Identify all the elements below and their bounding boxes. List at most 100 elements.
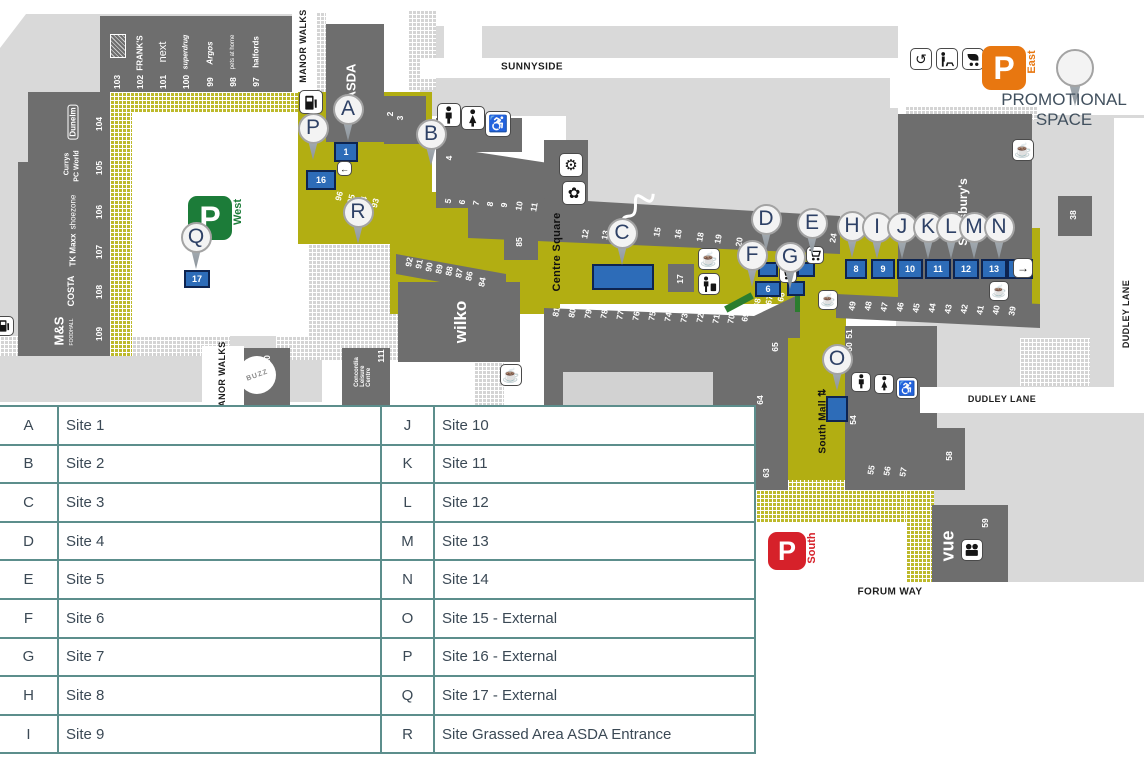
road-dudley-lane-h: [920, 387, 1144, 413]
script-logo: [620, 193, 655, 228]
unit-number-80: 80: [566, 307, 578, 319]
site-box-13[interactable]: 13: [981, 259, 1007, 279]
legend-letter-H: H: [23, 686, 34, 704]
road-manor-walks-top: [292, 0, 316, 92]
legend-label-Q: Site 17 - External: [433, 677, 756, 714]
unit-number-54: 54: [848, 415, 858, 425]
legend-letter-K: K: [380, 445, 433, 483]
pram-hire-icon: [962, 48, 984, 70]
street-manor-walks-top: MANOR WALKS: [298, 9, 308, 83]
pin-C[interactable]: C: [606, 217, 638, 249]
cafe-icon: ☕: [1012, 139, 1034, 161]
store-wilko: wilko: [451, 300, 470, 344]
legend-letter-I: I: [26, 725, 31, 743]
building-west-parade: [18, 162, 110, 356]
site-box[interactable]: [592, 264, 654, 290]
store-dunelm: Dunelm: [67, 104, 79, 140]
unit-number-41: 41: [974, 304, 986, 316]
mens-toilet-icon: [851, 372, 871, 392]
promotional-space-pin[interactable]: [1056, 49, 1094, 87]
legend-letter-C: C: [23, 493, 34, 511]
building-light-box: [563, 372, 713, 405]
site-box-16[interactable]: 16: [306, 170, 336, 190]
store-franks: FRANK'S: [135, 35, 145, 71]
unit-number-57: 57: [897, 466, 909, 478]
pin-R[interactable]: R: [342, 196, 374, 228]
pin-F[interactable]: F: [736, 239, 768, 271]
unit-number-84: 84: [476, 276, 488, 288]
pin-D[interactable]: D: [750, 203, 782, 235]
cafe-icon: ☕: [818, 290, 838, 310]
legend-letter-F: F: [23, 609, 34, 627]
unit-number-63: 63: [761, 468, 771, 478]
unit-number-101: 101: [158, 74, 168, 90]
store-superdrug: superdrug: [182, 34, 190, 70]
pin-E[interactable]: E: [796, 207, 828, 239]
unit-number-69: 69: [739, 311, 751, 323]
legend-label-R: Site Grassed Area ASDA Entrance: [433, 715, 756, 753]
unit-number-86: 86: [463, 270, 475, 282]
legend-label-N: Site 14: [433, 561, 756, 598]
site-box-10[interactable]: 10: [897, 259, 923, 279]
legend-label-A: Site 1: [57, 407, 380, 444]
road-dudley-lane-v: [1114, 118, 1144, 402]
store-costa: COSTA: [66, 275, 76, 307]
legend-label-D: Site 4: [57, 522, 380, 560]
promotional-space-label: PROMOTIONAL SPACE: [984, 90, 1144, 129]
legend-letter-P: P: [380, 638, 433, 676]
site-box-1[interactable]: 1: [334, 142, 358, 162]
unit-number-17: 17: [675, 274, 685, 284]
pin-P[interactable]: P: [297, 112, 329, 144]
unit-number-99: 99: [205, 77, 215, 87]
legend-label-O: Site 15 - External: [433, 599, 756, 637]
store-argos: Argos: [205, 41, 215, 65]
legend-label-J: Site 10: [433, 407, 756, 444]
legend-label-G: Site 7: [57, 638, 380, 676]
site-box-8[interactable]: 8: [845, 259, 867, 279]
unit-number-102: 102: [135, 74, 145, 90]
dotted-path-3: [316, 12, 326, 96]
store-next: next: [157, 41, 169, 63]
pin-G[interactable]: G: [774, 241, 806, 273]
site-box[interactable]: [787, 281, 805, 296]
unit-number-72: 72: [694, 312, 706, 324]
site-box-6[interactable]: 6: [755, 281, 781, 297]
unit-number-73: 73: [678, 312, 690, 324]
pin-B[interactable]: B: [415, 118, 447, 150]
building-unit-17: [668, 264, 694, 292]
unit-number-15: 15: [651, 226, 663, 238]
unit-number-77: 77: [614, 309, 626, 321]
legend-letter-E: E: [23, 571, 34, 589]
hatched-walkway-vue: [906, 482, 934, 588]
store-halfords: halfords: [251, 36, 261, 68]
site-box-11[interactable]: 11: [925, 259, 951, 279]
pin-O[interactable]: O: [821, 343, 853, 375]
unit-number-71: 71: [710, 313, 722, 325]
legend-label-B: Site 2: [57, 445, 380, 483]
unit-number-47: 47: [878, 301, 890, 313]
womens-toilet-icon: [874, 374, 894, 394]
cafe-icon: ☕: [698, 248, 720, 270]
site-box-17[interactable]: 17: [184, 270, 210, 288]
unit-number-2: 2: [385, 111, 395, 117]
unit-number-12: 12: [579, 228, 591, 240]
unit-number-38: 38: [1068, 210, 1078, 220]
site-box-9[interactable]: 9: [871, 259, 895, 279]
pin-Q[interactable]: Q: [180, 221, 212, 253]
legend-letter-R: R: [380, 715, 433, 753]
white-building-sunnyside: [444, 8, 482, 62]
store-currys: Currys: [63, 152, 71, 176]
legend-label-F: Site 6: [57, 599, 380, 637]
pin-J[interactable]: J: [886, 211, 918, 243]
legend-label-H: Site 8: [57, 677, 380, 714]
site-box[interactable]: [826, 396, 848, 422]
parking-east-icon: P: [982, 46, 1026, 90]
pin-N[interactable]: N: [983, 211, 1015, 243]
site-box-12[interactable]: 12: [953, 259, 979, 279]
unit-number-42: 42: [958, 303, 970, 315]
store-pcworld: PC World: [73, 150, 81, 182]
pin-A[interactable]: A: [332, 93, 364, 125]
